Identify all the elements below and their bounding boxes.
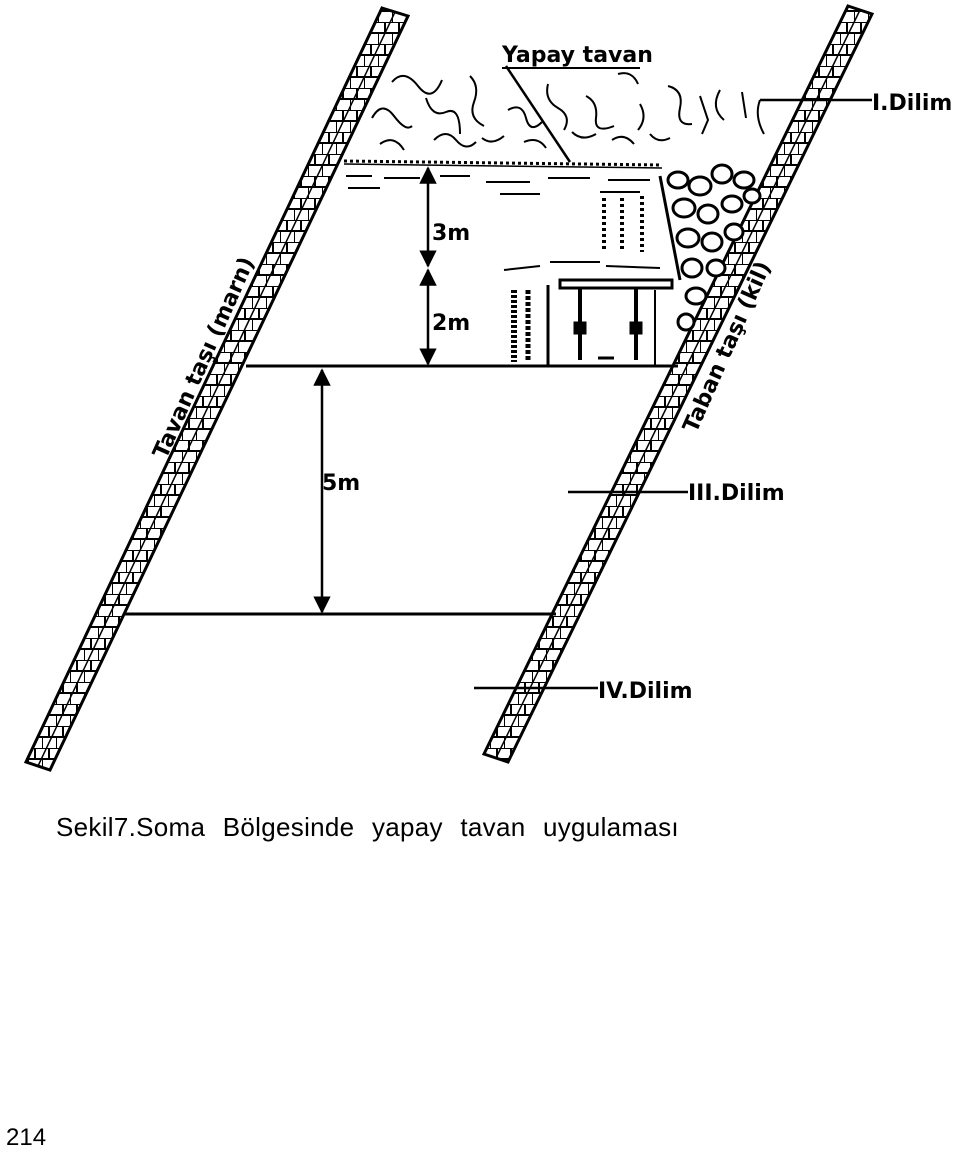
- slice-1-label: I.Dilim: [872, 91, 952, 116]
- dim-2m-label: 2m: [432, 311, 470, 336]
- figure-caption: Sekil7.Soma Bölgesinde yapay tavan uygul…: [56, 812, 679, 842]
- roadway-support: [511, 175, 682, 366]
- page-number: 214: [6, 1124, 47, 1151]
- mine-cross-section-figure: Yapay tavan I.Dilim III.Dilim IV.Dilim 3…: [23, 4, 952, 772]
- cross-section-drawing: Yapay tavan I.Dilim III.Dilim IV.Dilim 3…: [23, 4, 952, 772]
- dimension-arrows: [313, 166, 437, 614]
- goaf-scribbles: [371, 72, 765, 151]
- dim-5m-label: 5m: [322, 471, 360, 496]
- rubble-fill: [666, 163, 762, 332]
- slice-3-label: III.Dilim: [688, 481, 785, 506]
- artificial-roof-label: Yapay tavan: [501, 43, 653, 68]
- hanging-wall-strip: [23, 6, 411, 772]
- coal-hatching: [346, 175, 661, 271]
- leader-lines: [474, 65, 872, 690]
- slice-4-label: IV.Dilim: [598, 679, 693, 704]
- artificial-roof-line: [343, 159, 663, 167]
- dim-3m-label: 3m: [432, 221, 470, 246]
- foot-wall-strip: [481, 4, 875, 764]
